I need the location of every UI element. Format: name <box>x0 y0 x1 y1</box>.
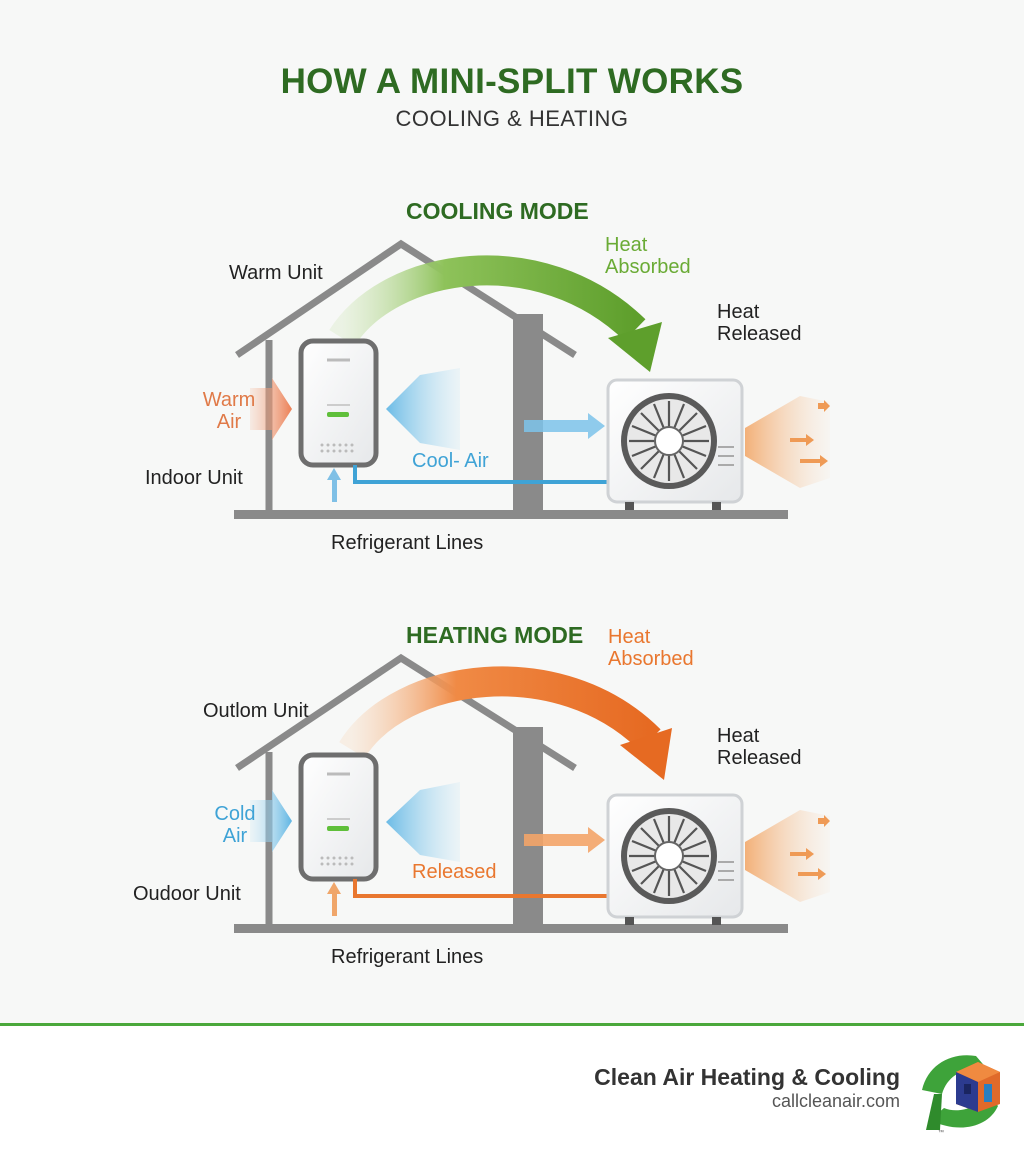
up-arrow <box>327 468 341 502</box>
heating-oudoor-unit-label: Oudoor Unit <box>133 883 241 905</box>
outdoor-unit <box>606 378 744 510</box>
refrigerant-line <box>353 879 608 898</box>
indoor-unit <box>298 752 379 882</box>
page-title: HOW A MINI-SPLIT WORKS <box>280 62 744 101</box>
floor-line <box>234 924 788 933</box>
heat-transfer-arc <box>339 666 672 780</box>
heating-refrigerant-lines-label: Refrigerant Lines <box>331 946 484 968</box>
cool-air-fan <box>386 368 460 450</box>
brand-name: Clean Air Heating & Cooling <box>594 1064 900 1090</box>
air-fan <box>386 782 460 862</box>
heat-transfer-arc <box>329 255 662 372</box>
page-subtitle: COOLING & HEATING <box>395 106 629 131</box>
heat-released-fan <box>745 810 830 902</box>
refrigerant-line <box>353 465 608 484</box>
svg-text:™: ™ <box>938 1129 944 1134</box>
heat-released-fan <box>745 396 830 488</box>
heating-diagram <box>234 653 830 933</box>
footer-divider <box>0 1023 1024 1026</box>
heating-released-label: Released <box>412 861 497 883</box>
floor-line <box>234 510 788 519</box>
cooling-warm-unit-label: Warm Unit <box>229 262 323 284</box>
cooling-indoor-unit-label: Indoor Unit <box>145 467 243 489</box>
heating-outlom-unit-label: Outlom Unit <box>203 700 309 722</box>
footer <box>0 1026 1024 1154</box>
brand-url: callcleanair.com <box>771 1091 900 1111</box>
cold-air-arrow <box>250 790 292 852</box>
heating-mode-title: HEATING MODE <box>406 622 584 648</box>
cooling-cool-air-label: Cool- Air <box>412 450 489 472</box>
house-wall <box>513 727 543 927</box>
indoor-unit <box>298 338 379 468</box>
to-outdoor-arrow <box>524 827 605 853</box>
to-outdoor-arrow <box>524 413 605 439</box>
warm-air-arrow <box>250 378 292 440</box>
outdoor-unit <box>606 793 744 925</box>
up-arrow <box>327 882 341 916</box>
brand-logo-icon: ™ <box>922 1055 1000 1134</box>
cooling-refrigerant-lines-label: Refrigerant Lines <box>331 532 484 554</box>
cooling-diagram <box>234 239 830 519</box>
cooling-mode-title: COOLING MODE <box>406 198 589 224</box>
